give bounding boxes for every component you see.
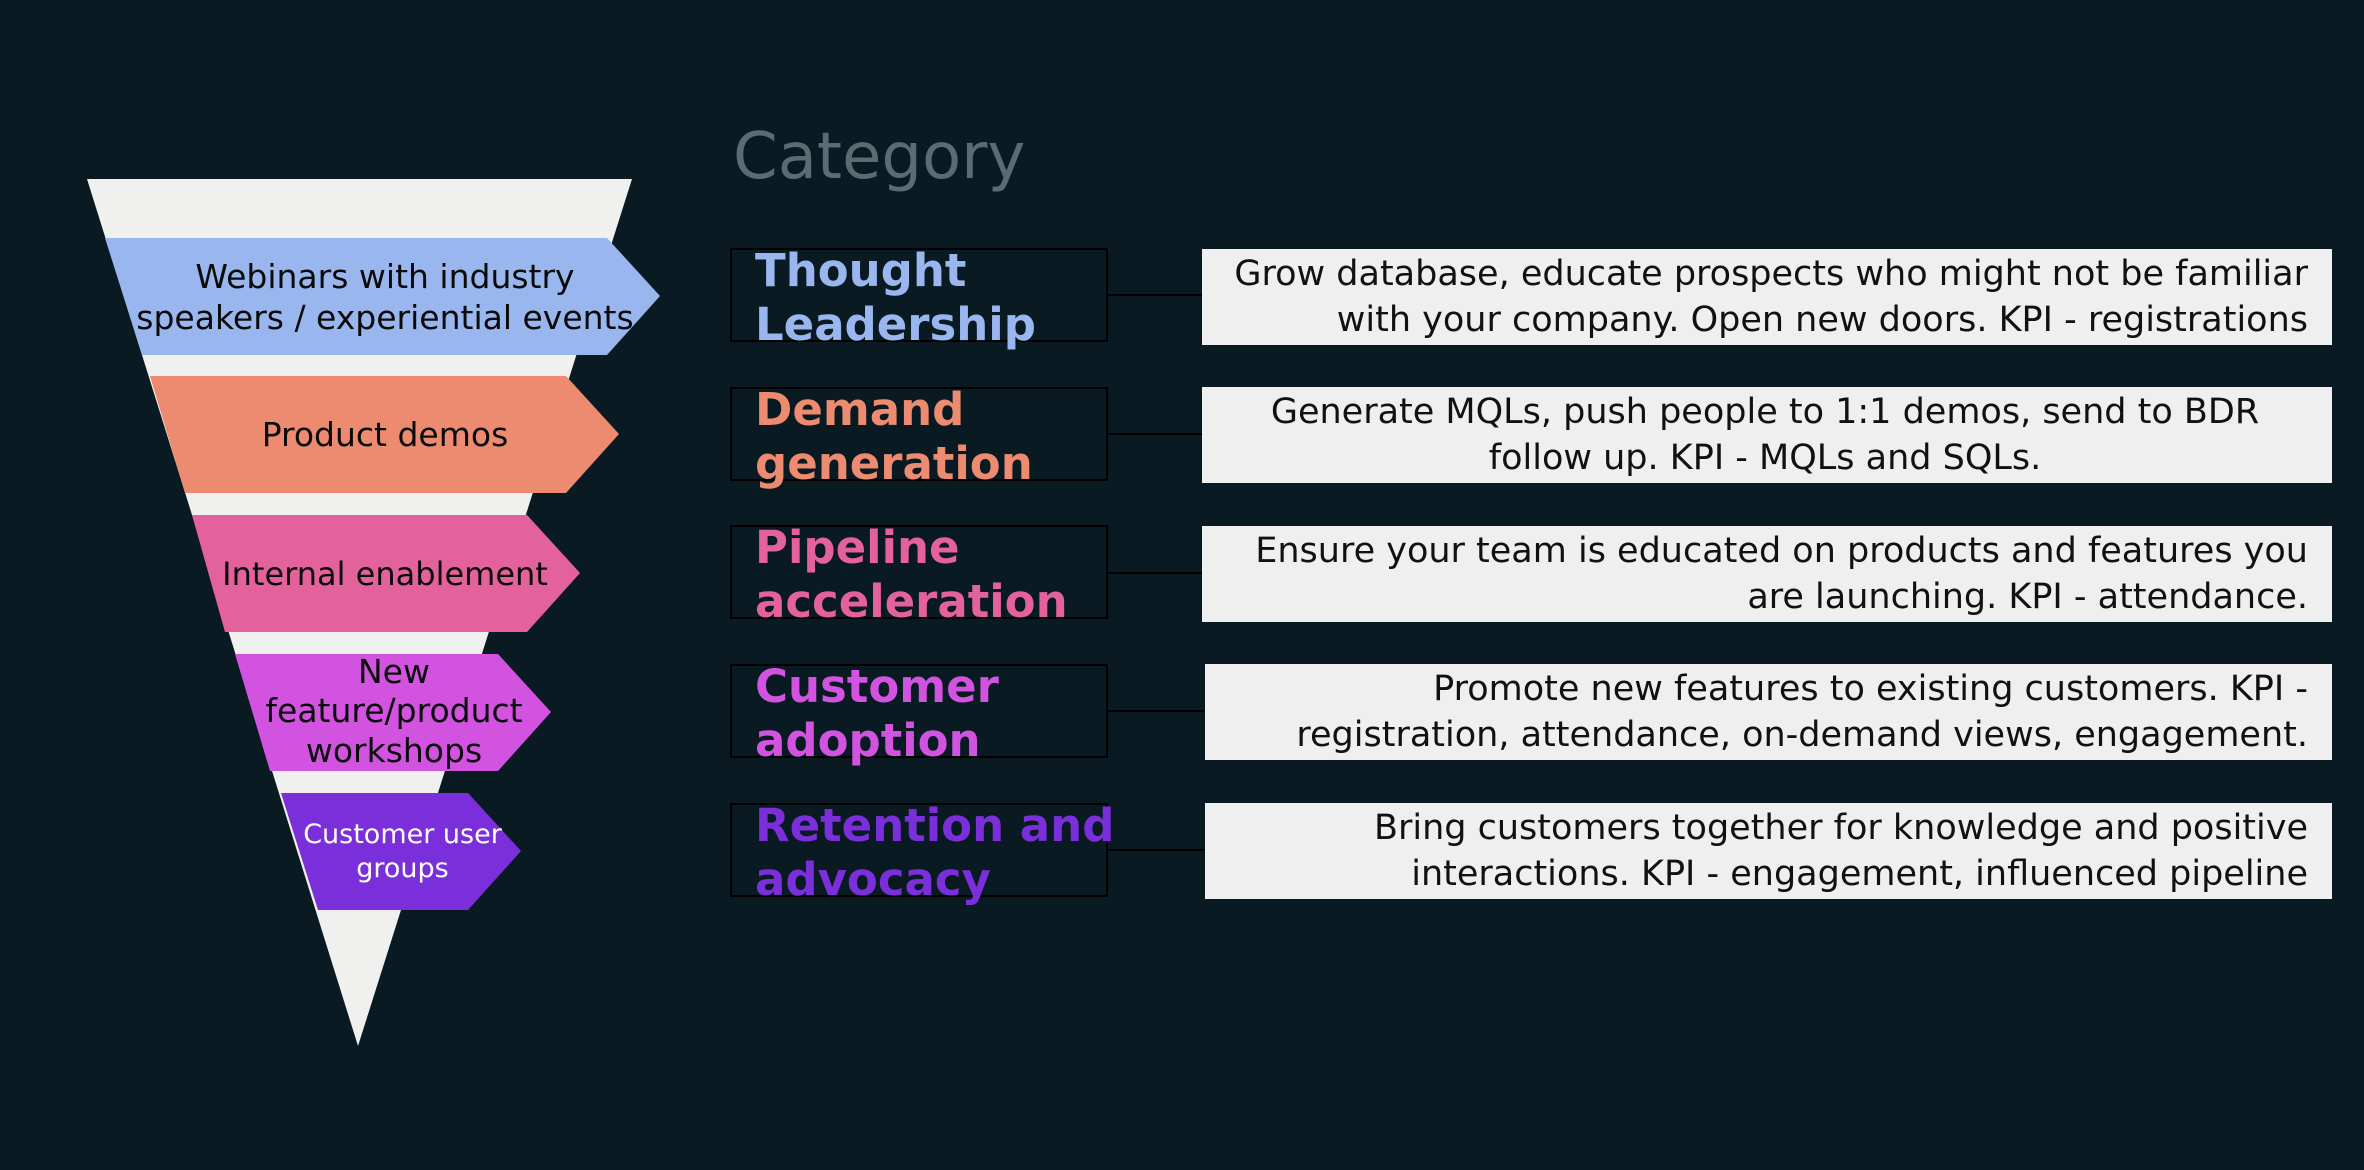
funnel-label-retention-advocacy: Customer user groups (303, 819, 502, 884)
category-title-thought-leadership: Thought Leadership (755, 244, 1036, 351)
description-thought-leadership: Grow database, educate prospects who mig… (1202, 249, 2332, 345)
funnel-label-demand-generation: Product demos (261, 415, 509, 455)
funnel-label-pipeline-acceleration: Internal enablement (222, 555, 548, 593)
category-heading: Category (733, 120, 1026, 194)
funnel-label-thought-leadership: Webinars with industry speakers / experi… (136, 256, 634, 337)
funnel-arrow-thought-leadership (105, 238, 660, 355)
category-title-retention-advocacy: Retention and advocacy (755, 799, 1115, 906)
category-title-demand-generation: Demand generation (755, 383, 1033, 490)
description-demand-generation: Generate MQLs, push people to 1:1 demos,… (1202, 387, 2332, 483)
category-title-customer-adoption: Customer adoption (755, 660, 999, 767)
connector-retention-advocacy (1108, 849, 1204, 851)
funnel-arrow-pipeline-acceleration (192, 515, 580, 632)
connector-customer-adoption (1108, 710, 1204, 712)
connector-pipeline-acceleration (1108, 572, 1202, 574)
category-box-retention-advocacy (730, 803, 1108, 897)
category-title-pipeline-acceleration: Pipeline acceleration (755, 521, 1068, 628)
connector-thought-leadership (1108, 294, 1202, 296)
description-pipeline-acceleration: Ensure your team is educated on products… (1202, 526, 2332, 622)
category-box-customer-adoption (730, 664, 1108, 758)
funnel-label-customer-adoption: New feature/product workshops (265, 651, 523, 770)
connector-demand-generation (1108, 433, 1202, 435)
category-box-pipeline-acceleration (730, 525, 1108, 619)
description-retention-advocacy: Bring customers together for knowledge a… (1205, 803, 2332, 899)
category-box-thought-leadership (730, 248, 1108, 342)
funnel-arrow-customer-adoption (235, 654, 551, 771)
category-box-demand-generation (730, 387, 1108, 481)
description-customer-adoption: Promote new features to existing custome… (1205, 664, 2332, 760)
funnel-arrow-demand-generation (150, 376, 619, 493)
funnel-arrow-retention-advocacy (281, 793, 521, 910)
